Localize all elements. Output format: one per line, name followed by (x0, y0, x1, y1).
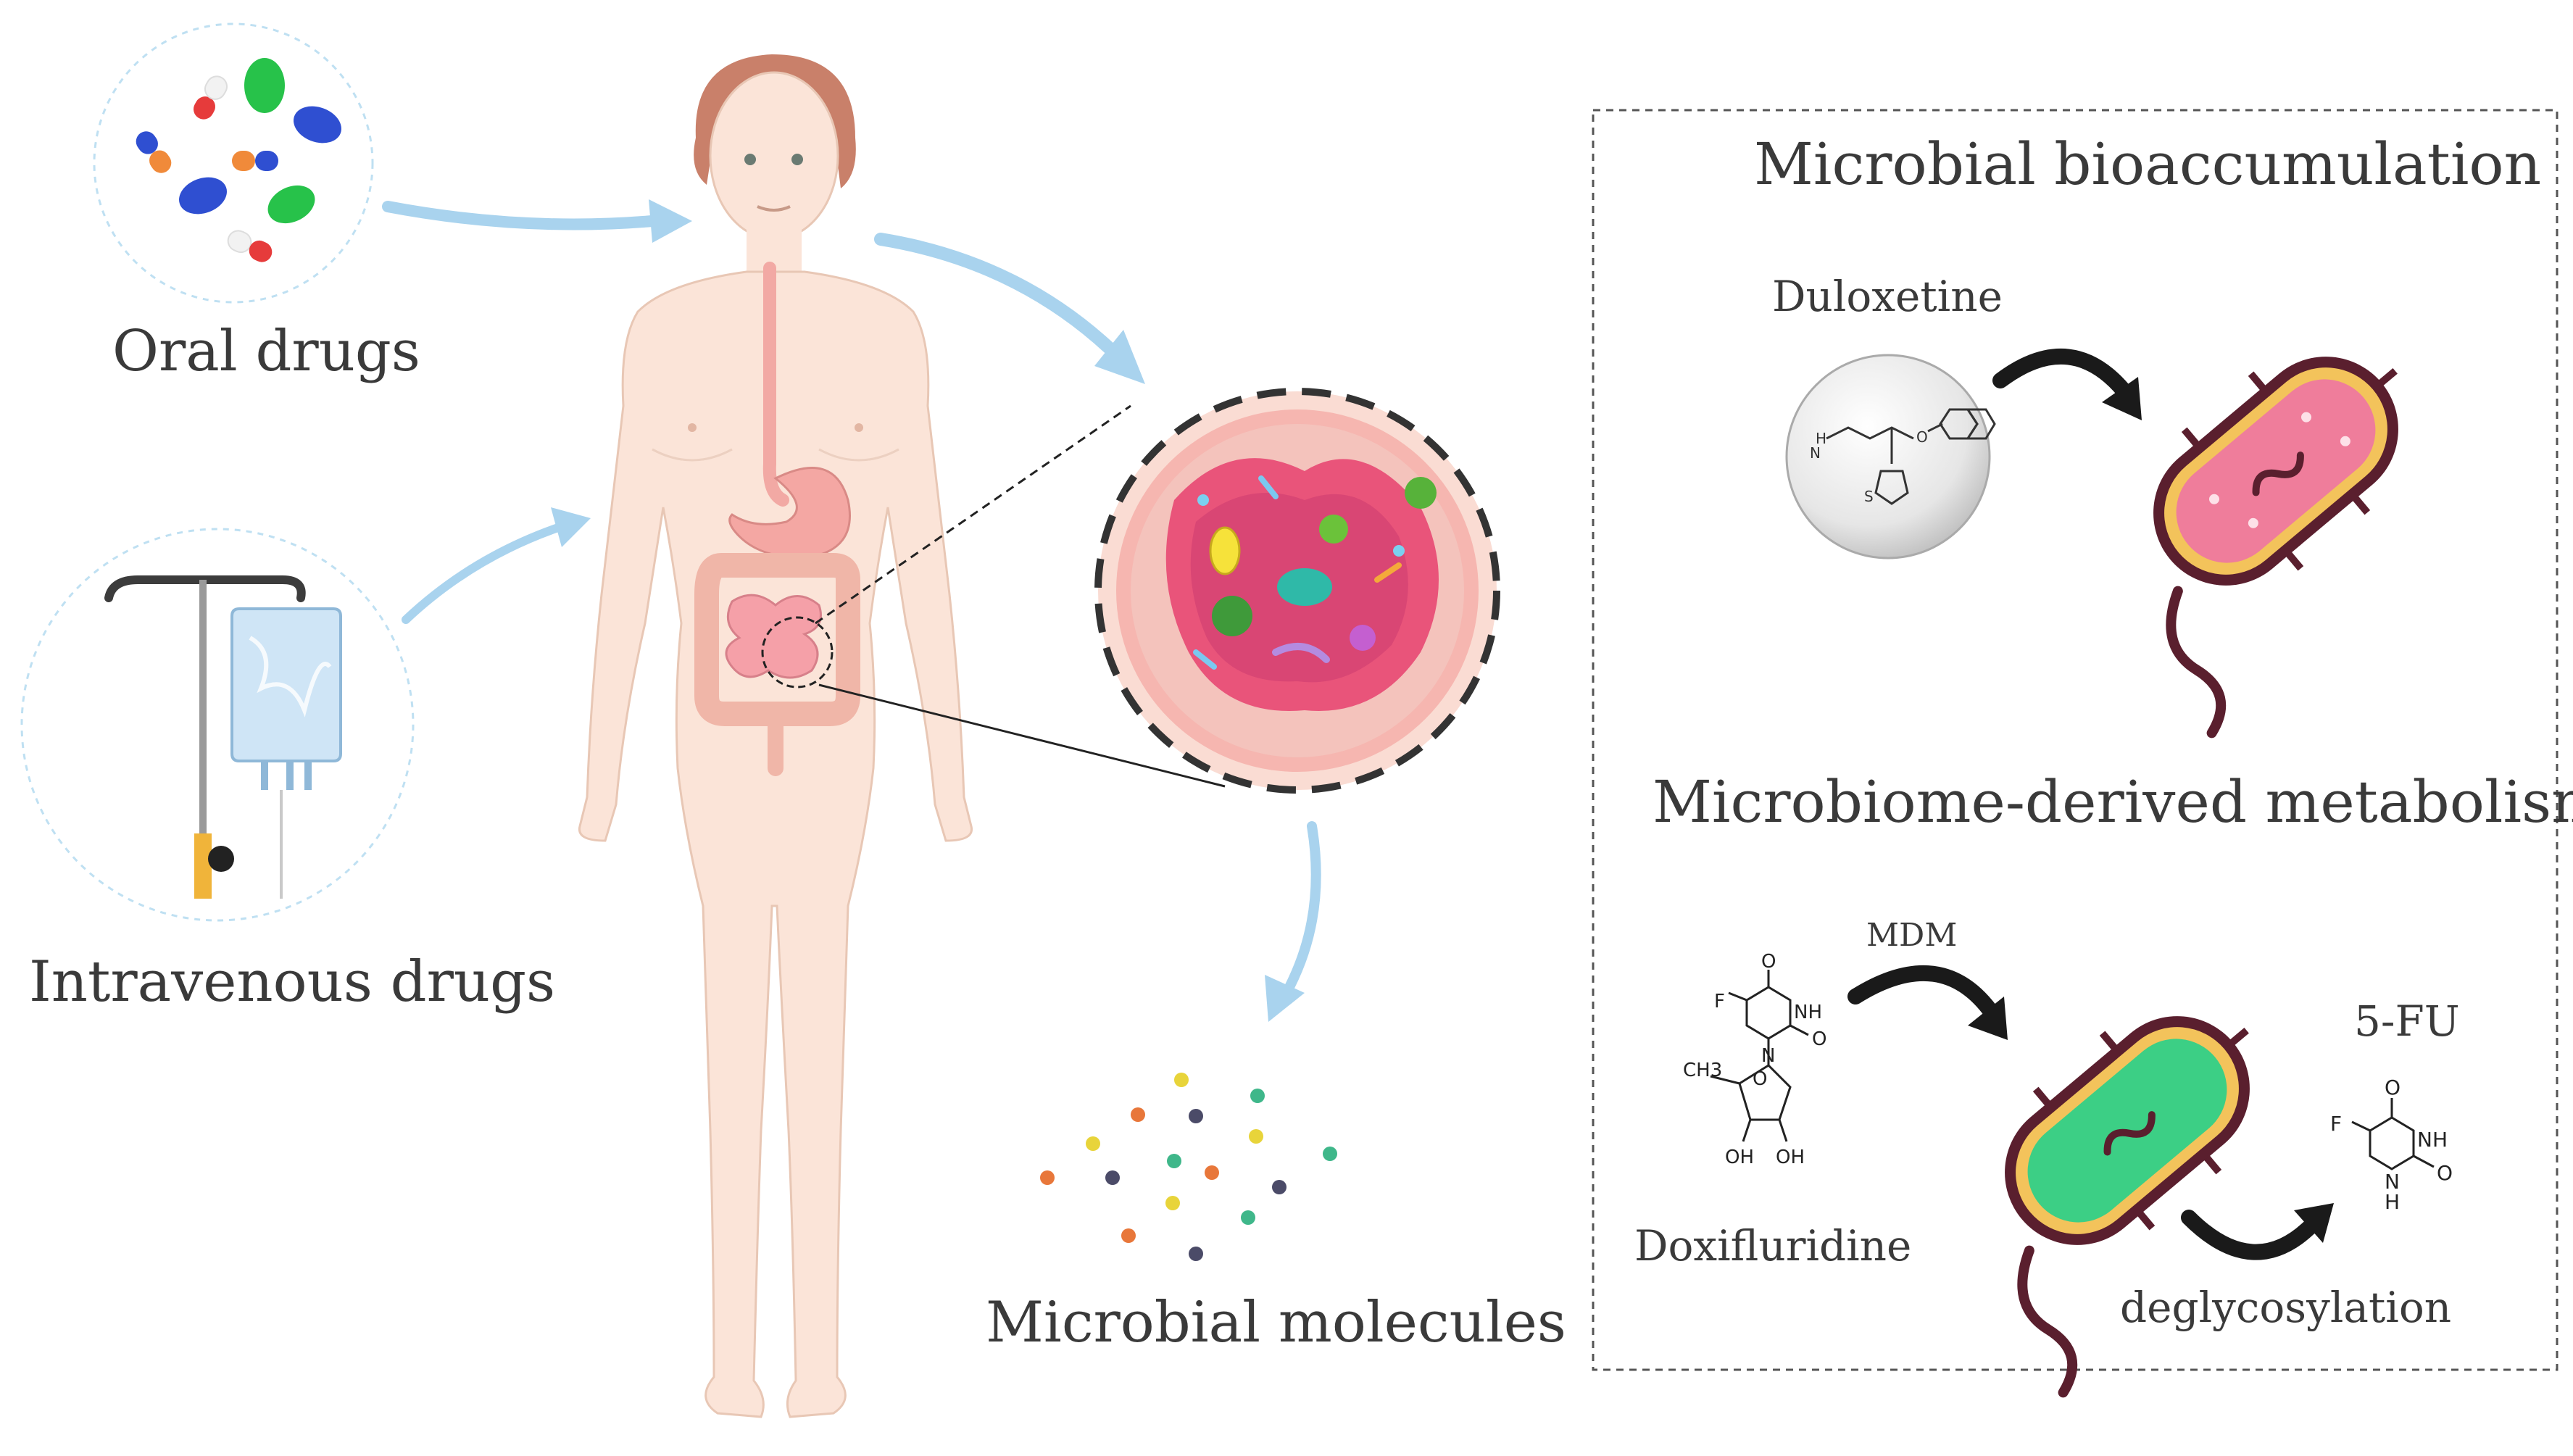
molecule-dot (1249, 1129, 1263, 1144)
chem-atom-f: F (2330, 1112, 2342, 1136)
chem-atom-o: O (1812, 1028, 1826, 1050)
molecule-dot (1323, 1147, 1337, 1161)
arrow-mdm (1847, 965, 2001, 1023)
molecule-dot (1121, 1228, 1136, 1243)
molecule-dot (1241, 1210, 1255, 1225)
arrow-duloxetine-to-bacterium-head (2102, 377, 2142, 420)
bacterium-pink-icon (2153, 357, 2398, 739)
capsule-pill-icon (227, 230, 273, 262)
arrow-deglycosylation (2181, 1210, 2320, 1260)
molecule-dot (1272, 1180, 1286, 1194)
chem-atom-o: O (1761, 951, 1776, 973)
chem-atom-n: N (2385, 1170, 2400, 1194)
five-fu-structure (2351, 1098, 2435, 1170)
chem-atom-nh: NH (1794, 1002, 1822, 1023)
chem-atom-h: H (2385, 1190, 2400, 1214)
arrow-iv-to-body-head (551, 507, 591, 547)
molecule-dot (1250, 1089, 1265, 1103)
arrow-deglycosylation-head (2294, 1203, 2334, 1243)
molecule-dot (1040, 1170, 1055, 1185)
chem-atom-o: O (2437, 1161, 2453, 1185)
chem-atom-o: O (2385, 1076, 2401, 1099)
arrow-gut-to-molecules-head (1265, 975, 1305, 1022)
molecule-dot (1105, 1170, 1120, 1185)
label-duloxetine: Duloxetine (1772, 272, 2003, 321)
capsule-pill-icon (194, 75, 228, 120)
molecule-dot (1189, 1109, 1203, 1123)
tablet-pill-icon (179, 177, 227, 215)
label-5-fu: 5-FU (2354, 997, 2460, 1046)
label-doxifluridine: Doxifluridine (1634, 1221, 1912, 1270)
molecule-dot (1189, 1247, 1203, 1261)
molecule-dot (1205, 1165, 1219, 1180)
gut-microbiome-zoom (1094, 388, 1500, 794)
arrow-body-to-gut (874, 233, 1115, 354)
title-microbial-bioaccumulation: Microbial bioaccumulation (1754, 130, 2542, 198)
chem-atom-oh: OH (1725, 1147, 1754, 1168)
duloxetine-molecule-sphere: H N O S (1785, 354, 1996, 559)
molecule-dot (1165, 1196, 1180, 1210)
molecule-dot (1174, 1073, 1189, 1087)
microbial-molecules-dots (1040, 1073, 1337, 1261)
blue-arrows (382, 199, 1321, 1022)
black-arrows (1847, 349, 2334, 1260)
chem-atom-nh: NH (2417, 1128, 2448, 1152)
chem-atom-n: N (1810, 444, 1821, 462)
tablet-pill-icon (267, 185, 315, 224)
tablet-pill-icon (244, 58, 285, 113)
chem-atom-n: N (1761, 1045, 1775, 1067)
oral-drugs-illustration (93, 22, 374, 304)
label-microbial-molecules: Microbial molecules (986, 1290, 1566, 1355)
chem-atom-ch3: CH3 (1683, 1060, 1722, 1081)
chem-atom-oh: OH (1776, 1147, 1805, 1168)
iv-drip-illustration (20, 528, 415, 922)
arrow-body-to-gut-head (1094, 330, 1145, 384)
chem-atom-s: S (1864, 488, 1874, 505)
arrow-gut-to-molecules (1285, 821, 1321, 991)
zoom-line-bottom (818, 683, 1226, 788)
arrow-oral-to-body (382, 201, 658, 230)
label-deglycosylation: deglycosylation (2120, 1283, 2452, 1332)
molecule-dot (1086, 1136, 1100, 1151)
capsule-pill-icon (232, 151, 278, 171)
arrow-mdm-head (1968, 997, 2008, 1040)
molecule-dot (1131, 1107, 1145, 1122)
arrow-duloxetine-to-bacterium (1992, 349, 2135, 403)
molecule-dot (1167, 1154, 1181, 1168)
label-intravenous-drugs: Intravenous drugs (29, 949, 556, 1015)
tablet-pill-icon (294, 106, 341, 143)
chem-atom-o: O (1916, 428, 1928, 446)
chem-atom-f: F (1714, 991, 1725, 1012)
chem-atom-n: H (1816, 430, 1826, 447)
capsule-pill-icon (136, 131, 172, 173)
arrow-oral-to-body-head (649, 199, 692, 243)
doxifluridine-atoms: F O NH O N O CH3 OH OH (1683, 951, 1826, 1168)
zoom-line-top (815, 404, 1131, 625)
human-body-illustration (578, 54, 973, 1418)
bacterium-green-icon (2005, 1016, 2250, 1398)
doxifluridine-structure (1710, 970, 1809, 1142)
title-microbiome-derived-metabolism: Microbiome-derived metabolism (1653, 768, 2573, 836)
five-fu-atoms: F O NH O N H (2330, 1076, 2453, 1214)
label-oral-drugs: Oral drugs (112, 319, 420, 384)
chem-atom-o: O (1753, 1068, 1767, 1090)
label-mdm: MDM (1866, 917, 1958, 954)
arrow-iv-to-body (402, 523, 562, 624)
